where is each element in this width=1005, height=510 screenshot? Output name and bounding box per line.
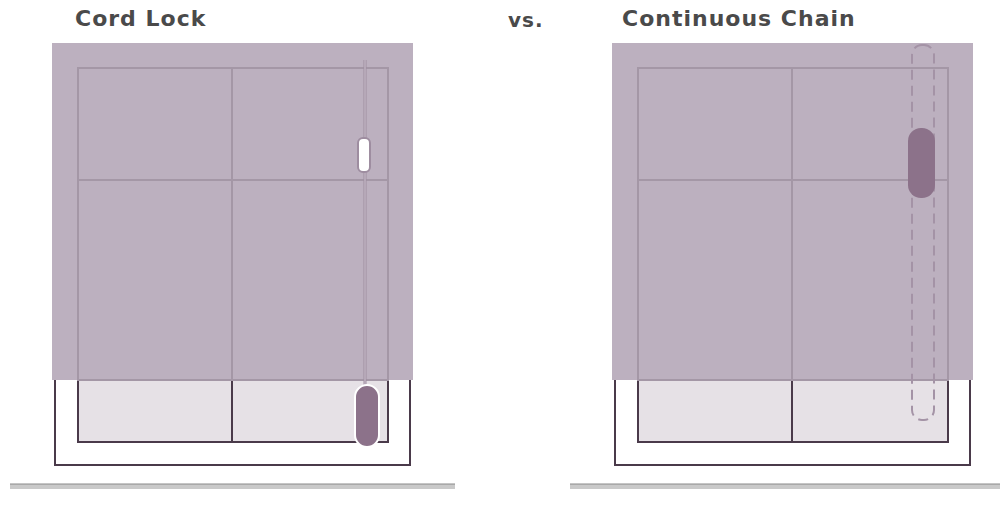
versus-label: vs. [508, 8, 544, 32]
cord-lock-blind [10, 43, 455, 489]
panel-heading: Continuous Chain [622, 6, 856, 32]
panel-heading: Cord Lock [75, 6, 206, 32]
continuous-chain-blind [570, 43, 1000, 489]
